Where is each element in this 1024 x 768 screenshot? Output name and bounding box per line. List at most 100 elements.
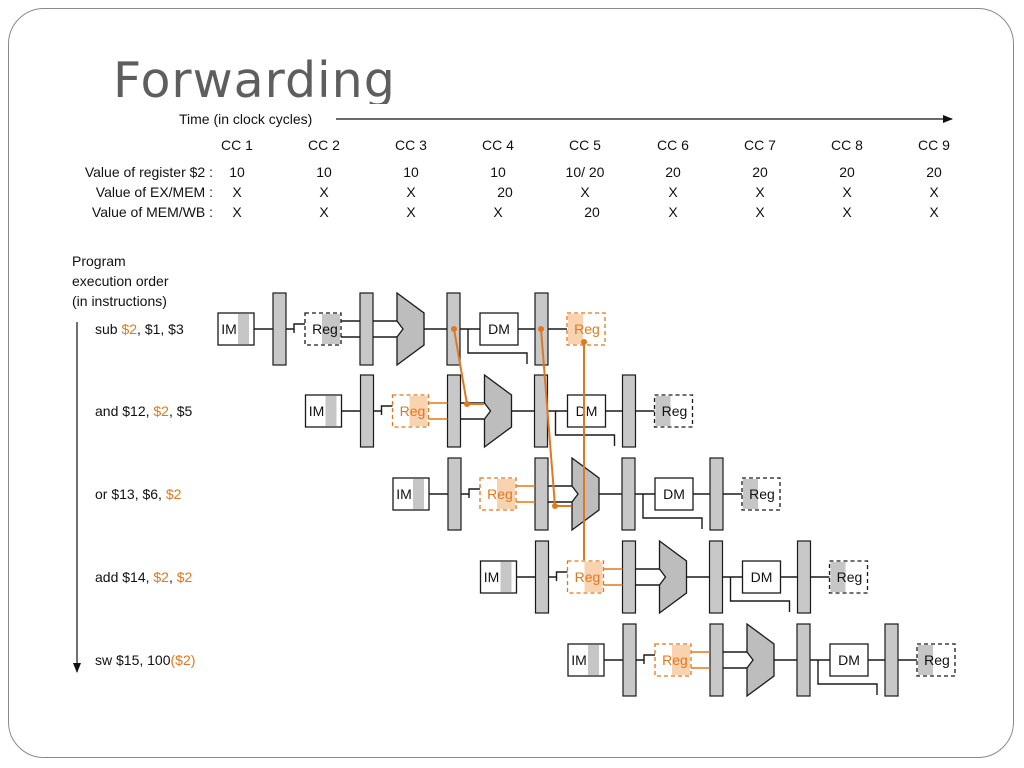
program-order-label: execution order [72,273,169,289]
value-row-label: Value of register $2 : [85,164,213,180]
reg-write-label: Reg [574,321,600,337]
reg-read-shade [584,562,603,592]
data-memory-box [566,394,607,428]
reg-read-label: Reg [662,652,688,668]
cycle-header: CC 6 [657,137,689,153]
value-cell: 20 [584,204,600,220]
slide-frame [8,8,1014,758]
value-cell: X [668,184,678,200]
wire [817,660,878,695]
value-row-label: Value of MEM/WB : [92,204,213,220]
register-highlight: $2 [153,403,169,419]
forward-path-exmem [453,328,468,405]
im-label: IM [221,321,237,337]
pipeline-register-bar [621,457,636,531]
pipeline-register-bar [622,623,637,697]
cycle-header: CC 1 [221,137,253,153]
pipeline-register-bar [708,540,724,614]
reg-write-shade [830,562,846,592]
wire [461,488,480,495]
cycle-header: CC 8 [831,137,863,153]
time-axis-label: Time (in clock cycles) [179,111,312,127]
wire [729,577,791,612]
reg-read-shade [409,396,428,426]
value-cell: X [668,204,678,220]
cycle-header: CC 9 [918,137,950,153]
reg-read-label: Reg [575,569,601,585]
register-highlight: $2 [177,569,193,585]
slide-title: Forwarding [113,56,396,104]
wire [467,329,528,364]
instruction-text: , $1, $3 [137,321,184,337]
value-cell: 20 [926,164,942,180]
value-cell: 10 [316,164,332,180]
im-shade [325,396,337,426]
instruction-text: add $14, [95,569,153,585]
value-cell: X [929,204,939,220]
dm-label: DM [488,321,510,337]
im-shade [413,479,424,509]
data-memory-box [741,560,782,594]
instruction-text: sub [95,321,121,337]
pipeline-register-bar [447,457,462,531]
cycle-header: CC 4 [482,137,514,153]
forwarding-dot [538,326,544,332]
value-cell: X [232,184,242,200]
wire [548,571,568,578]
value-cell: 20 [839,164,855,180]
instruction-text: or $13, $6, [95,486,166,502]
register-highlight: $2 [153,569,169,585]
wire [642,494,703,529]
reg-write-label: Reg [749,486,775,502]
instruction-label: add $14, $2, $2 [95,569,193,585]
forward-path-memwb [540,328,556,507]
im-label: IM [309,403,325,419]
im-label: IM [396,486,412,502]
cycle-header: CC 3 [395,137,427,153]
cycle-header: CC 2 [308,137,340,153]
dm-label: DM [838,652,860,668]
pipeline-register-bar [534,457,549,531]
pipeline-register-bar [621,540,637,614]
value-cell: X [406,184,416,200]
alu-shape [658,539,688,615]
reg-write-label: Reg [924,652,950,668]
value-cell: X [319,204,329,220]
wire [286,323,305,330]
im-shade [588,645,599,675]
pipeline-register-bar [709,457,724,531]
reg-read-label: Reg [400,403,426,419]
value-cell: 10 [229,164,245,180]
value-cell: X [755,184,765,200]
reg-write-shade [743,479,758,509]
register-highlight: ($2) [171,652,196,668]
program-order-label: (in instructions) [72,293,167,309]
value-cell: X [319,184,329,200]
value-cell: X [842,204,852,220]
reg-write-shade [918,645,933,675]
instruction-label: sw $15, 100($2) [95,652,195,668]
instruction-label: sub $2, $1, $3 [95,321,184,337]
instruction-text: sw $15, 100 [95,652,171,668]
wire [373,405,393,412]
data-memory-box [479,312,519,346]
im-shade [500,562,512,592]
pipeline-register-bar [272,292,287,366]
reg-write-shade [568,314,583,344]
value-cell: X [842,184,852,200]
value-cell: X [580,184,590,200]
pipeline-register-bar [884,623,899,697]
cycle-header: CC 7 [744,137,776,153]
value-cell: X [755,204,765,220]
reg-read-shade [322,314,340,344]
im-shade [238,314,249,344]
pipeline-register-bar [359,292,374,366]
pipeline-register-bar [359,374,375,448]
value-row-label: Value of EX/MEM : [96,184,213,200]
pipeline-register-bar [446,374,462,448]
instruction-label: and $12, $2, $5 [95,403,193,419]
reg-read-label: Reg [487,486,513,502]
reg-read-label: Reg [312,321,338,337]
cycle-header: CC 5 [569,137,601,153]
